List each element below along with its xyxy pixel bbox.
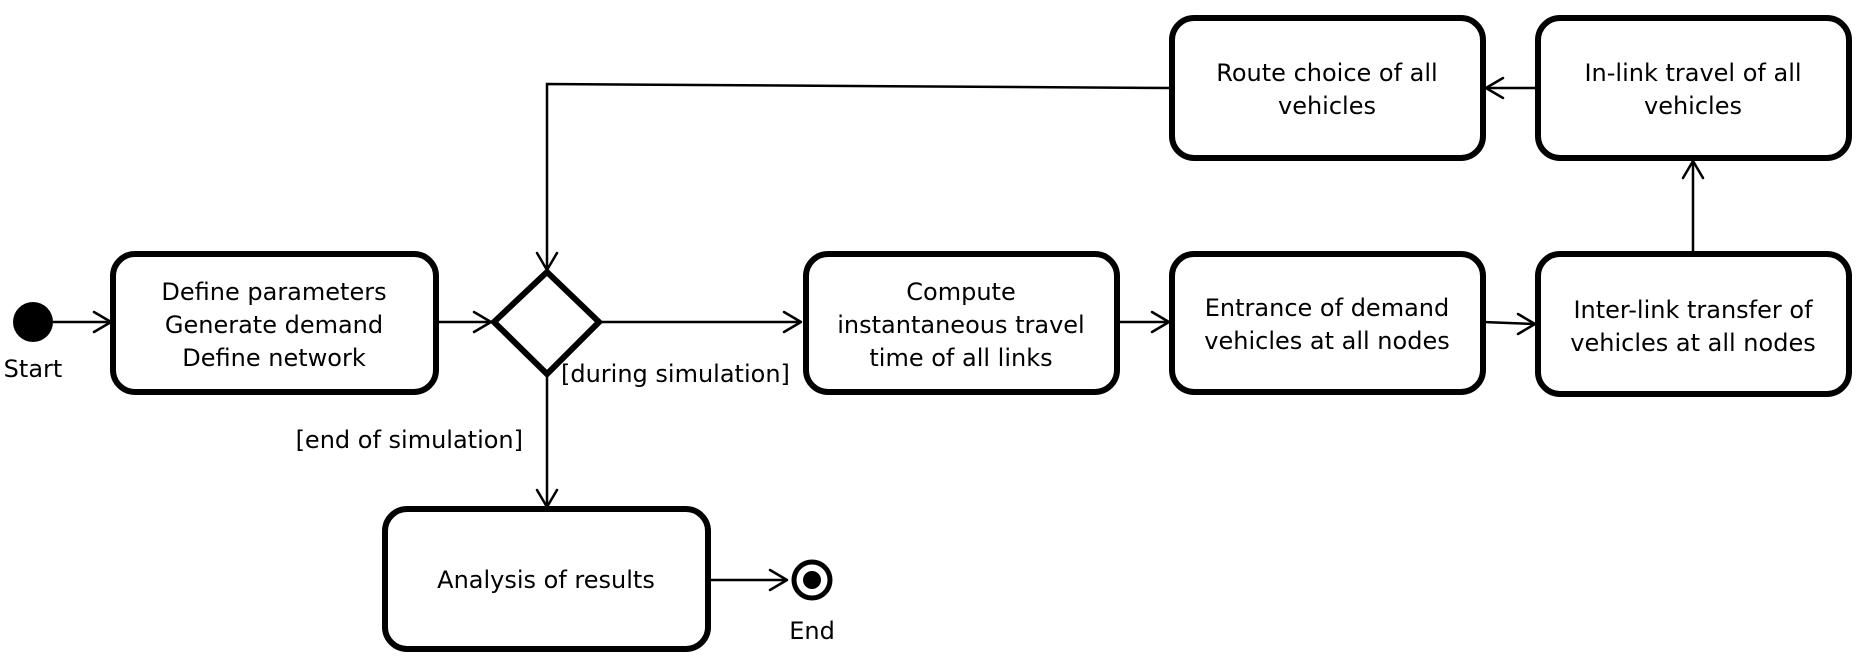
action-setup-line-1: Define parameters: [161, 278, 386, 306]
action-route-line-2: vehicles: [1278, 92, 1376, 120]
action-compute-line-1: Compute: [906, 278, 1015, 306]
action-compute-line-3: time of all links: [869, 344, 1052, 372]
action-interlink-line-1: Inter-link transfer of: [1573, 296, 1813, 324]
action-route-line-1: Route choice of all: [1216, 59, 1437, 87]
action-entrance-line-2: vehicles at all nodes: [1204, 327, 1449, 355]
edge-route-to-decision: [545, 82, 1173, 269]
guard-end-of-simulation: [end of simulation]: [296, 426, 523, 454]
action-interlink-transfer: [1535, 251, 1852, 397]
arrowhead: [782, 310, 803, 334]
arrowhead: [535, 251, 559, 272]
action-inlink-travel: [1535, 15, 1852, 161]
arrowhead: [768, 568, 789, 592]
action-route-choice: [1169, 15, 1486, 161]
action-entrance-line-1: Entrance of demand: [1205, 294, 1449, 322]
action-setup-line-3: Define network: [182, 344, 366, 372]
action-inlink-line-1: In-link travel of all: [1584, 59, 1801, 87]
guard-during-simulation: [during simulation]: [561, 360, 790, 388]
action-inlink-line-2: vehicles: [1644, 92, 1742, 120]
start-node: [13, 302, 53, 342]
action-setup-line-2: Generate demand: [165, 311, 383, 339]
action-compute-line-2: instantaneous travel: [837, 311, 1084, 339]
end-label: End: [789, 617, 835, 645]
edge-entrance-to-interlink: [1482, 320, 1535, 326]
action-entrance-demand: [1169, 251, 1486, 395]
action-interlink-line-2: vehicles at all nodes: [1570, 329, 1815, 357]
action-analysis-line-1: Analysis of results: [437, 566, 655, 594]
end-node-core: [803, 571, 821, 589]
start-label: Start: [4, 355, 63, 383]
decision-simulation: [489, 267, 604, 379]
